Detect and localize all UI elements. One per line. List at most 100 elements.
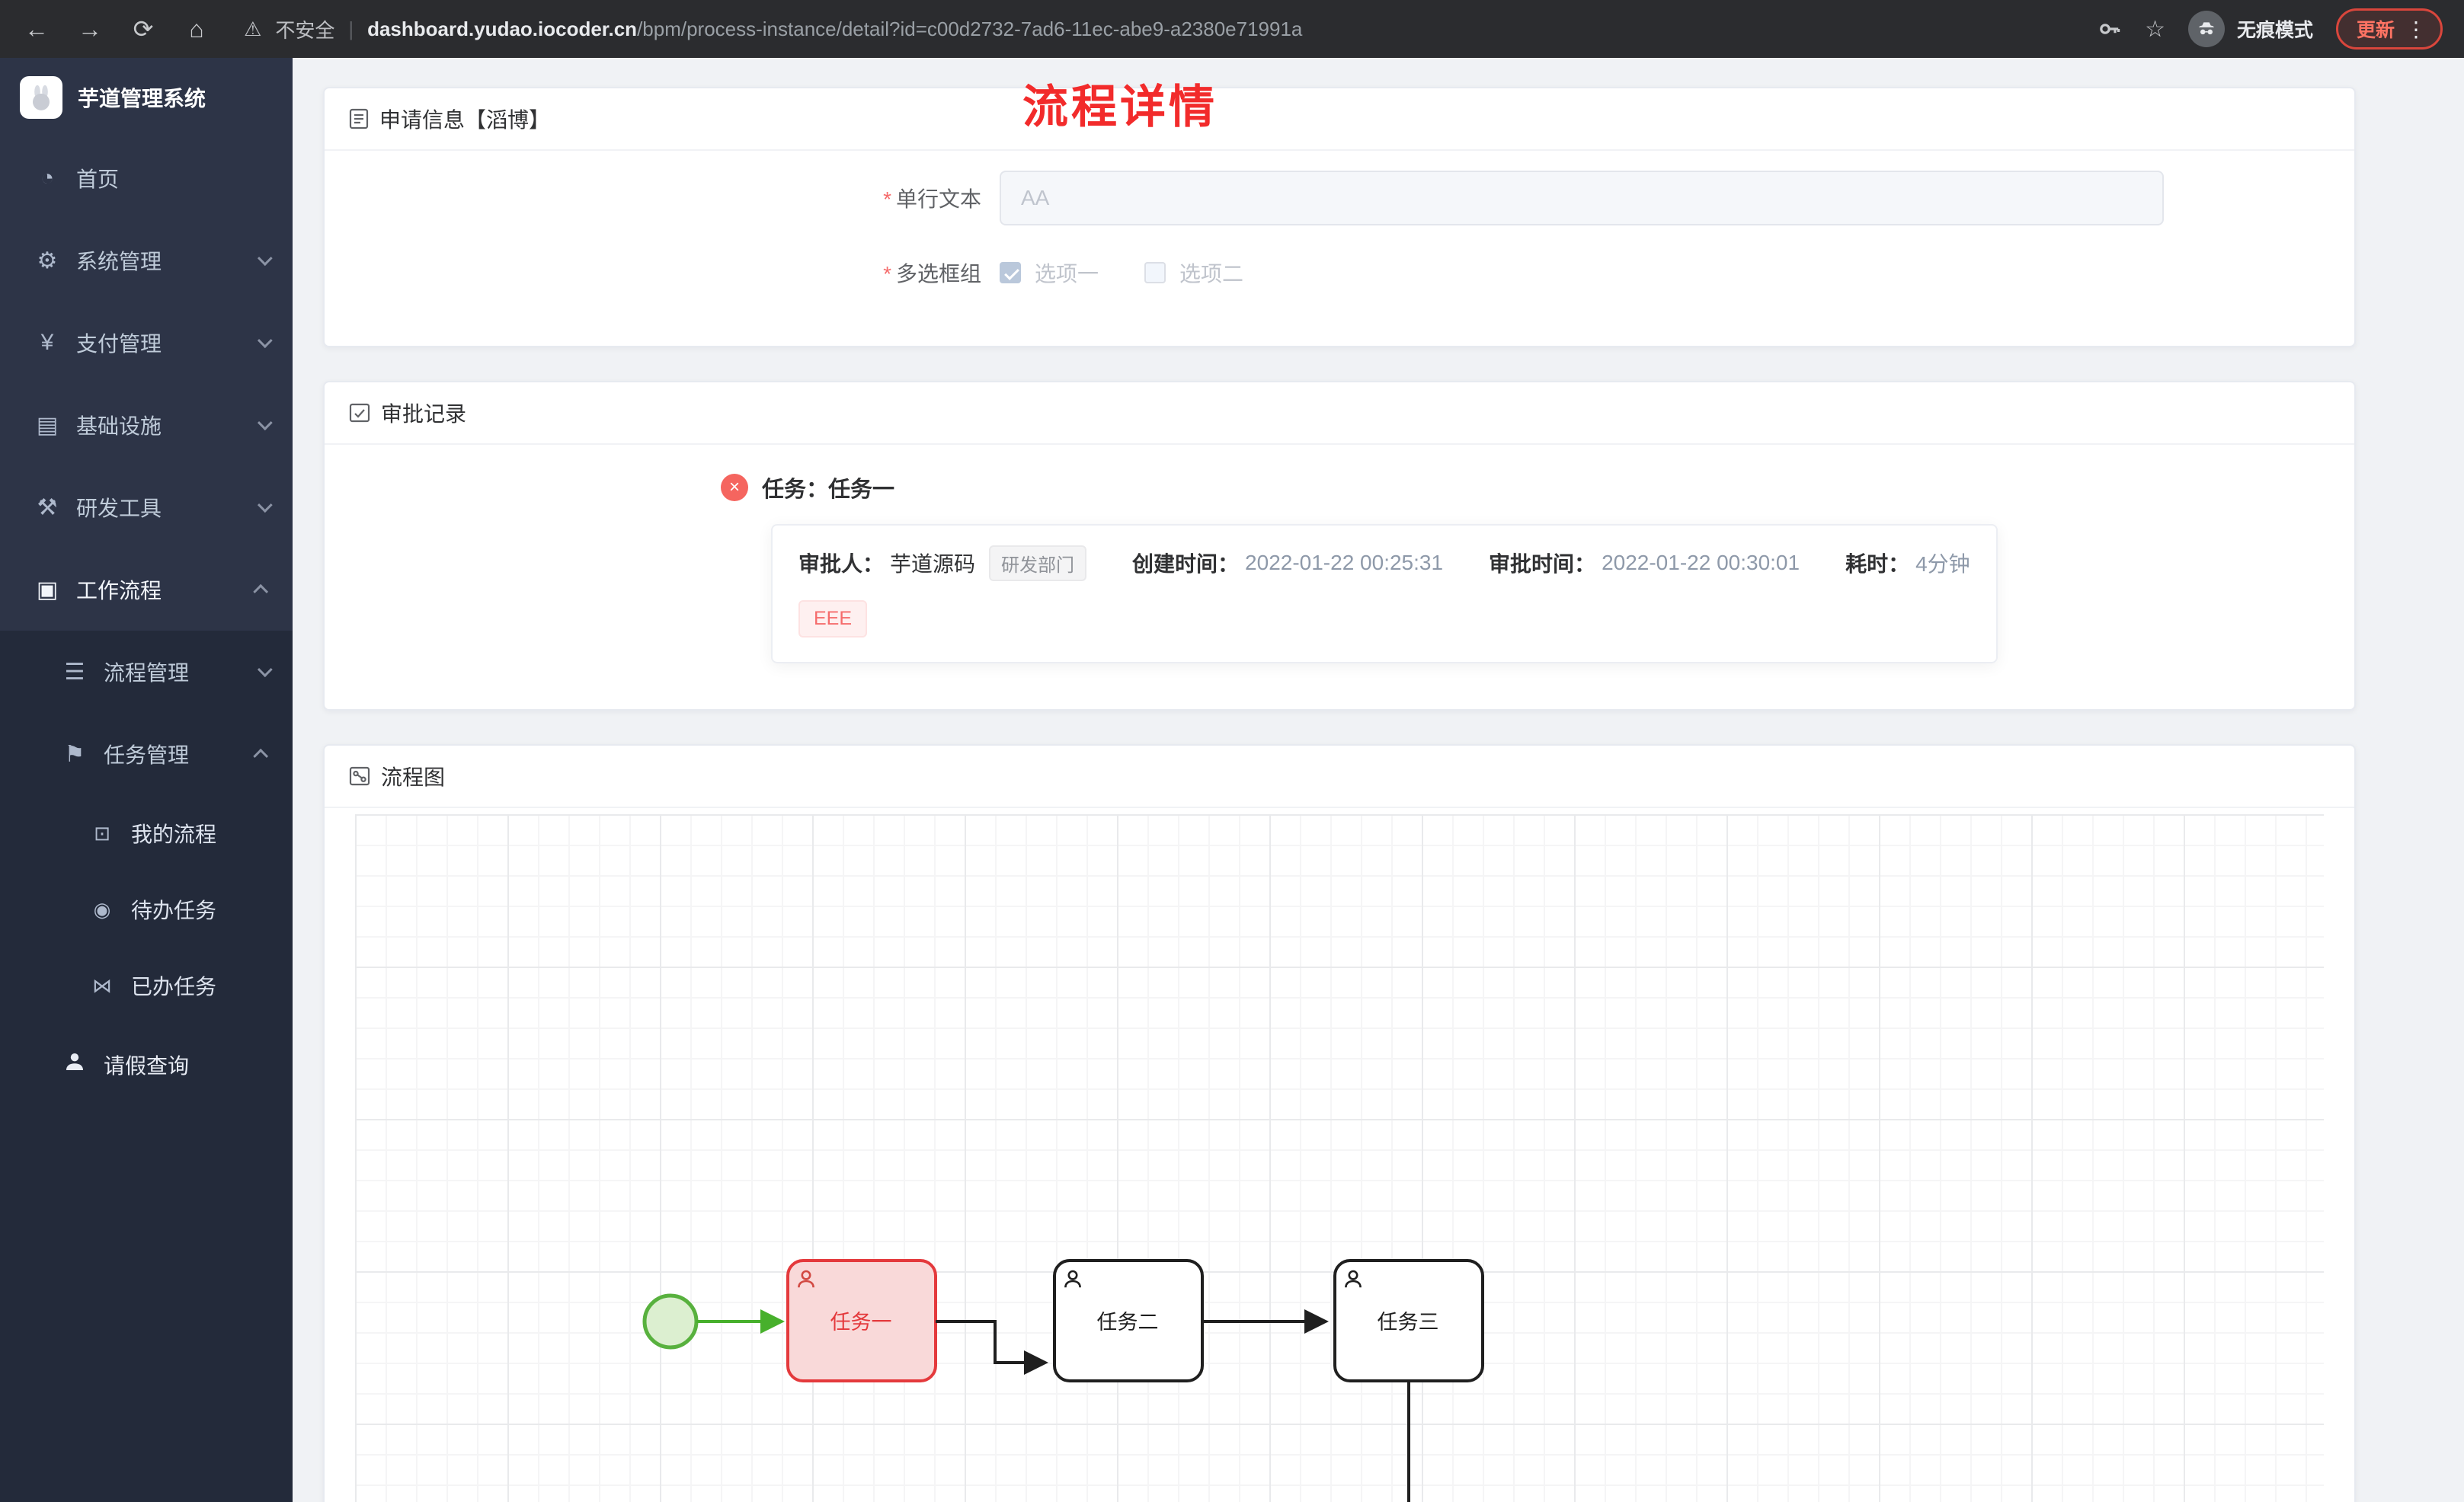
sidebar-item-todo-tasks[interactable]: ◉ 待办任务 <box>0 871 293 948</box>
approver-group: 审批人： 芋道源码 研发部门 <box>798 545 1087 581</box>
address-bar[interactable]: ⚠ 不安全 | dashboard.yudao.iocoder.cn/bpm/p… <box>244 15 2075 43</box>
sidebar-item-infrastructure[interactable]: ▤ 基础设施 <box>0 384 293 466</box>
task-node-label: 任务一 <box>830 1311 892 1334</box>
user-task-icon <box>1064 1270 1081 1288</box>
task-node-label: 任务二 <box>1097 1311 1159 1334</box>
key-icon[interactable] <box>2098 17 2122 41</box>
incognito-badge: 无痕模式 <box>2187 11 2313 47</box>
incognito-icon <box>2187 11 2225 47</box>
task-node-2[interactable]: 任务二 <box>1053 1259 1204 1382</box>
checkbox-label: 选项二 <box>1179 262 1244 286</box>
sidebar-item-system[interactable]: ⚙ 系统管理 <box>0 219 293 302</box>
back-button[interactable]: ← <box>24 14 49 43</box>
sidebar-item-task-management[interactable]: ⚑ 任务管理 <box>0 713 293 795</box>
sidebar-item-leave-query[interactable]: 请假查询 <box>0 1024 293 1106</box>
workflow-icon: ▣ <box>36 577 59 602</box>
chevron-down-icon <box>257 415 273 431</box>
bpmn-diagram: 任务一 任务二 <box>642 1259 1484 1502</box>
sidebar-item-label: 我的流程 <box>131 823 217 846</box>
approver-label: 审批人： <box>798 552 885 576</box>
logo-avatar <box>20 76 62 119</box>
app-logo[interactable]: 芋道管理系统 <box>0 58 293 137</box>
page-title: 流程详情 <box>1022 81 1218 133</box>
task-node-1[interactable]: 任务一 <box>786 1259 937 1382</box>
chevron-up-icon <box>253 583 269 599</box>
sidebar-top: 芋道管理系统 ◔ 首页 ⚙ 系统管理 ¥ 支付管理 ▤ <box>0 58 293 631</box>
update-label: 更新 <box>2356 20 2395 41</box>
sidebar-item-my-process[interactable]: ⊡ 我的流程 <box>0 795 293 871</box>
sidebar: 芋道管理系统 ◔ 首页 ⚙ 系统管理 ¥ 支付管理 ▤ <box>0 58 293 1502</box>
forward-button[interactable]: → <box>78 14 102 43</box>
approval-records-header: 审批记录 <box>325 382 2354 445</box>
home-button[interactable]: ⌂ <box>189 14 204 43</box>
person-icon <box>61 1052 88 1078</box>
sidebar-item-label: 研发工具 <box>76 497 162 520</box>
chevron-down-icon <box>257 662 273 678</box>
main-content: 流程详情 申请信息【滔博】 *单行文本 *多选框组 <box>293 58 2464 1502</box>
bookmark-star-icon[interactable]: ☆ <box>2145 16 2165 42</box>
reload-button[interactable]: ⟳ <box>133 15 154 43</box>
monitor-icon: ⊡ <box>94 821 110 845</box>
single-line-text-input <box>1000 171 2164 225</box>
sidebar-item-label: 待办任务 <box>131 899 217 922</box>
checkbox-checked-icon <box>1000 262 1021 283</box>
checkbox-label: 选项一 <box>1035 262 1099 286</box>
sidebar-item-label: 任务管理 <box>104 743 190 767</box>
sidebar-item-label: 支付管理 <box>76 332 162 356</box>
browser-toolbar: ← → ⟳ ⌂ ⚠ 不安全 | dashboard.yudao.iocoder.… <box>0 0 2464 58</box>
approve-time-value: 2022-01-22 00:30:01 <box>1602 551 1800 574</box>
chevron-down-icon <box>257 251 273 267</box>
approve-time-group: 审批时间： 2022-01-22 00:30:01 <box>1489 548 1800 578</box>
duration-value: 4分钟 <box>1915 552 1970 576</box>
approval-timeline: × 任务：任务一 审批人： 芋道源码 研发部门 创建时间： <box>325 445 2354 709</box>
tools-icon: ⚒ <box>37 494 58 520</box>
sidebar-item-workflow[interactable]: ▣ 工作流程 <box>0 548 293 631</box>
apply-form: *单行文本 *多选框组 选项一 选项二 <box>325 151 2354 346</box>
checkbox-group: 选项一 选项二 <box>1000 257 1243 288</box>
task-error-icon: × <box>721 474 748 501</box>
browser-actions: ☆ 无痕模式 更新 ⋮ <box>2098 8 2443 50</box>
diagram-icon <box>349 766 370 786</box>
incognito-label: 无痕模式 <box>2236 20 2313 41</box>
sequence-flow-task1-task2[interactable] <box>936 1320 1048 1375</box>
sidebar-item-payment[interactable]: ¥ 支付管理 <box>0 302 293 384</box>
apply-info-card: 申请信息【滔博】 *单行文本 *多选框组 选项一 <box>323 87 2356 347</box>
browser-menu-icon[interactable]: ⋮ <box>2405 17 2427 41</box>
sidebar-item-devtools[interactable]: ⚒ 研发工具 <box>0 466 293 548</box>
bpmn-canvas[interactable]: 任务一 任务二 <box>355 814 2324 1502</box>
document-icon <box>349 108 369 129</box>
app-title: 芋道管理系统 <box>78 87 206 110</box>
sidebar-item-home[interactable]: ◔ 首页 <box>0 137 293 219</box>
text-field-label: *单行文本 <box>883 187 981 211</box>
checkbox-unchecked-icon <box>1144 262 1166 283</box>
flag-icon: ⚑ <box>64 741 85 767</box>
start-event-node[interactable] <box>642 1293 699 1350</box>
process-diagram-card: 流程图 <box>323 744 2356 1502</box>
task-node-label: 任务三 <box>1378 1311 1439 1334</box>
sidebar-item-label: 已办任务 <box>131 975 217 999</box>
department-tag: 研发部门 <box>989 545 1087 581</box>
sidebar-item-label: 基础设施 <box>76 414 162 438</box>
create-time-value: 2022-01-22 00:25:31 <box>1245 551 1444 574</box>
user-task-icon <box>1345 1270 1362 1288</box>
task-node-3[interactable]: 任务三 <box>1333 1259 1484 1382</box>
address-separator: | <box>348 17 354 40</box>
process-diagram-title: 流程图 <box>381 765 446 789</box>
chevron-down-icon <box>257 333 273 349</box>
duration-group: 耗时： 4分钟 <box>1845 548 1970 578</box>
security-label: 不安全 <box>275 18 335 42</box>
apply-info-title: 申请信息【滔博】 <box>379 108 551 132</box>
required-mark: * <box>883 187 891 211</box>
list-icon: ☰ <box>64 659 85 685</box>
eye-icon: ◉ <box>93 897 111 921</box>
sidebar-item-label: 请假查询 <box>104 1054 190 1078</box>
approval-detail-box: 审批人： 芋道源码 研发部门 创建时间： 2022-01-22 00:25:31… <box>771 524 1998 663</box>
done-icon: ⋈ <box>92 973 112 997</box>
update-button[interactable]: 更新 ⋮ <box>2335 8 2443 50</box>
sidebar-item-done-tasks[interactable]: ⋈ 已办任务 <box>0 948 293 1024</box>
gear-icon: ⚙ <box>37 248 58 273</box>
warning-icon: ⚠ <box>244 17 262 40</box>
sidebar-item-process-management[interactable]: ☰ 流程管理 <box>0 631 293 713</box>
approval-records-card: 审批记录 × 任务：任务一 审批人： 芋道源码 研发部门 <box>323 381 2356 711</box>
